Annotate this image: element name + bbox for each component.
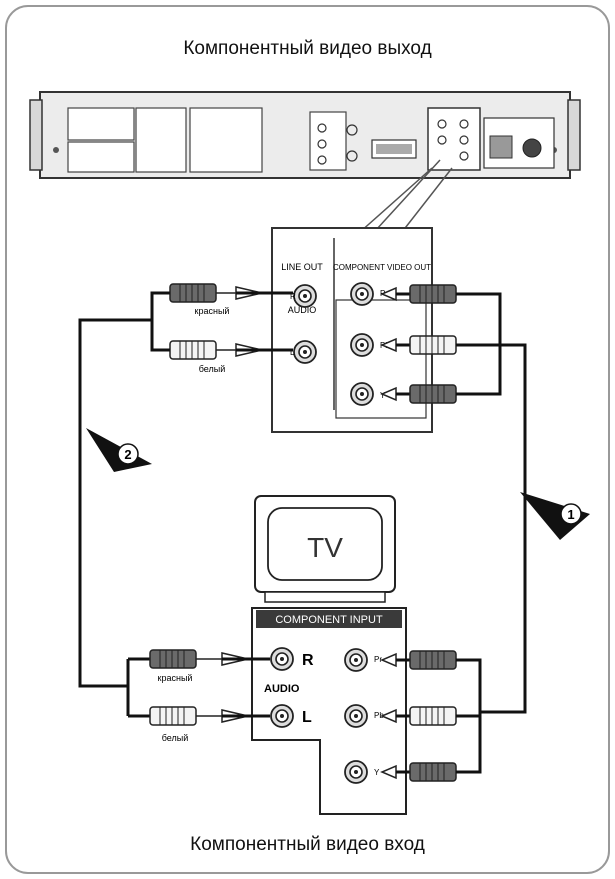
output-caption: Компонентный видео выход — [183, 38, 432, 59]
audio-cable-run — [78, 318, 152, 688]
tv-jack-l — [270, 704, 294, 728]
vcr-jack-r — [293, 284, 317, 308]
component-cable-top — [380, 284, 527, 714]
component-cable-bottom — [380, 650, 482, 782]
vcr-jack-pb — [350, 333, 374, 357]
tv-jack-r — [270, 647, 294, 671]
vcr-jack-pr — [350, 282, 374, 306]
component-input-label: COMPONENT INPUT — [275, 614, 383, 626]
zoom-callout-lines — [359, 159, 453, 233]
vcr-jack-l-label: L — [290, 348, 295, 357]
tv-set: TV — [254, 495, 396, 603]
tv-label: TV — [307, 532, 343, 563]
top-red-label: красный — [195, 306, 230, 316]
vcr-jack-r-label: R — [290, 292, 296, 301]
tv-audio-label: AUDIO — [264, 683, 300, 695]
svg-text:1: 1 — [567, 507, 574, 522]
tv-y-label: Y — [374, 768, 380, 777]
bottom-white-label: белый — [162, 733, 189, 743]
tv-r-label: R — [302, 652, 314, 669]
step-1-badge: 1 — [520, 492, 590, 540]
vcr-output-panel: LINE OUT AUDIO COMPONENT VIDEO OUT R L P… — [271, 227, 433, 433]
vcr-jack-l — [293, 340, 317, 364]
tv-jack-pr — [344, 648, 368, 672]
component-video-out-label: COMPONENT VIDEO OUT — [333, 263, 431, 272]
top-white-label: белый — [199, 364, 226, 374]
tv-pr-label: Pr — [374, 655, 382, 664]
tv-input-panel: COMPONENT INPUT R AUDIO L Pr Pb Y — [251, 607, 407, 815]
input-caption: Компонентный видео вход — [190, 834, 425, 855]
line-out-label: LINE OUT — [281, 262, 323, 272]
vcr-jack-y-label: Y — [380, 391, 386, 400]
vcr-audio-label: AUDIO — [288, 305, 317, 315]
svg-text:2: 2 — [124, 447, 131, 462]
bottom-red-label: красный — [158, 673, 193, 683]
audio-cable-bottom: красный белый — [126, 649, 270, 743]
tv-jack-pb — [344, 704, 368, 728]
tv-pb-label: Pb — [374, 711, 384, 720]
tv-l-label: L — [302, 709, 312, 726]
vcr-rear-panel — [29, 91, 581, 179]
vcr-jack-y — [350, 382, 374, 406]
tv-jack-y — [344, 760, 368, 784]
step-2-badge: 2 — [86, 428, 152, 472]
